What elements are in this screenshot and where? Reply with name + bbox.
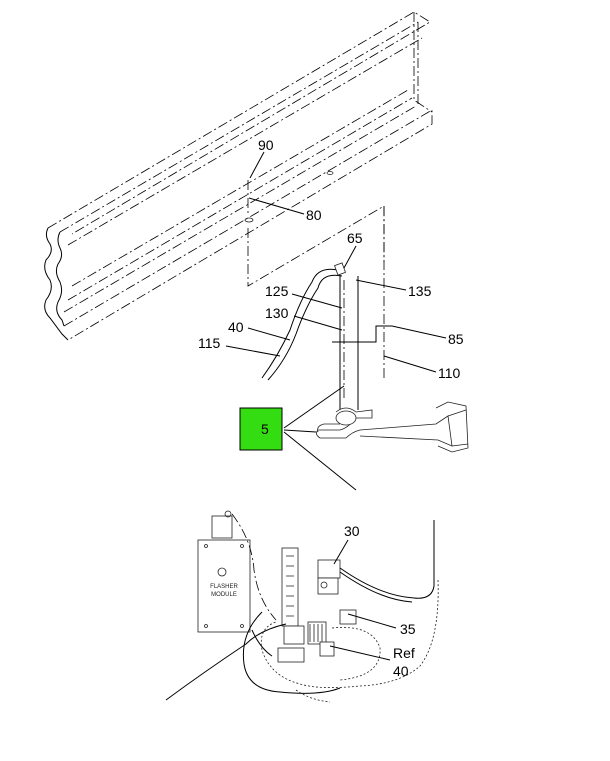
callout-135[interactable]: 135 <box>408 283 432 299</box>
valve-30 <box>317 520 435 603</box>
callout-ref[interactable]: Ref <box>393 645 415 661</box>
detail-zoom-lines <box>283 385 357 491</box>
leader-lines <box>225 151 447 373</box>
callout-125[interactable]: 125 <box>265 283 289 299</box>
flasher-label-line2: MODULE <box>211 592 237 598</box>
terminal-block <box>281 547 299 627</box>
flasher-module <box>197 510 251 633</box>
callout-130[interactable]: 130 <box>265 305 289 321</box>
callout-40-ref[interactable]: 40 <box>393 663 409 679</box>
mount-bracket-outline <box>247 205 385 400</box>
callout-5-highlight[interactable] <box>239 407 283 451</box>
callout-5[interactable]: 5 <box>261 421 269 437</box>
harness <box>165 513 439 703</box>
callout-115[interactable]: 115 <box>198 335 221 351</box>
air-horn <box>316 401 469 453</box>
callout-110[interactable]: 110 <box>438 365 461 381</box>
callout-65[interactable]: 65 <box>347 230 363 246</box>
frame-rail <box>44 11 433 341</box>
flasher-label-line1: FLASHER <box>210 584 238 590</box>
callout-85[interactable]: 85 <box>448 331 464 347</box>
callout-30[interactable]: 30 <box>344 523 360 539</box>
callout-80[interactable]: 80 <box>306 207 322 223</box>
callout-35[interactable]: 35 <box>400 621 416 637</box>
relay-assembly <box>277 609 357 663</box>
callout-90[interactable]: 90 <box>258 137 274 153</box>
lower-leader-lines <box>329 539 397 661</box>
callout-40[interactable]: 40 <box>228 319 244 335</box>
